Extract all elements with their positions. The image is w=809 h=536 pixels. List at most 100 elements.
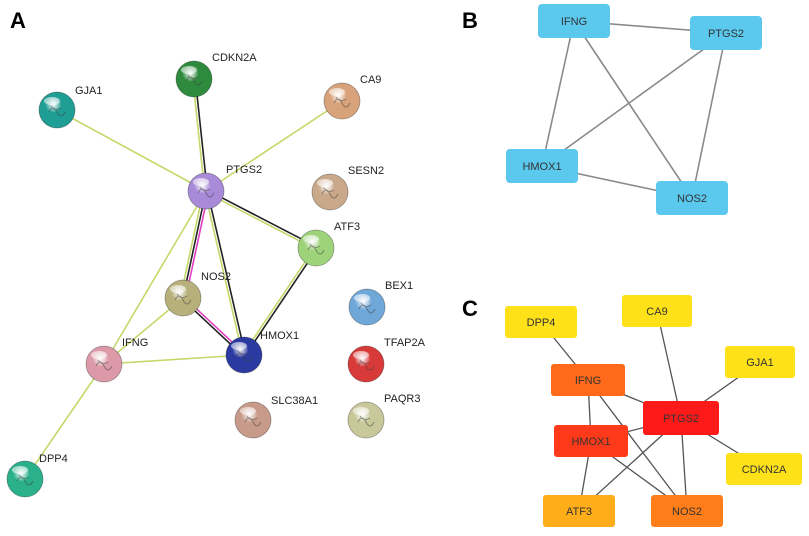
b-node-ptgs2[interactable]: PTGS2 <box>690 16 762 50</box>
b-node-hmox1-label: HMOX1 <box>522 161 561 173</box>
edge-atf3-hmox1-0 <box>244 248 318 357</box>
c-edge-ifng-nos2 <box>587 379 688 512</box>
node-tfap2a[interactable]: TFAP2A <box>347 337 426 383</box>
edge-atf3-hmox1-1 <box>242 246 316 355</box>
edge-ptgs2-hmox1-1 <box>203 191 244 356</box>
node-ptgs2-label: PTGS2 <box>226 164 262 176</box>
node-ptgs2-highlight <box>193 178 209 186</box>
node-hmox1-highlight <box>231 342 247 350</box>
node-paqr3-label: PAQR3 <box>384 393 420 405</box>
node-ptgs2-structure-icon <box>197 186 215 198</box>
edge-ca9-ptgs2-0 <box>205 100 343 192</box>
node-sesn2[interactable]: SESN2 <box>311 165 384 211</box>
c-node-ptgs2-box <box>643 401 719 435</box>
edge-gja1-ptgs2-0 <box>56 109 207 192</box>
node-slc38a1[interactable]: SLC38A1 <box>234 395 318 439</box>
c-node-ptgs2-label: PTGS2 <box>663 413 699 425</box>
node-gja1-structure-icon <box>48 105 66 117</box>
edge-ptgs2-nos2-1 <box>182 190 207 299</box>
node-slc38a1-label: SLC38A1 <box>271 395 318 407</box>
panel-c-letter: C <box>462 296 478 321</box>
panel-b-letter: B <box>462 8 478 33</box>
c-node-cdkn2a-box <box>726 453 802 485</box>
node-hmox1-structure-icon <box>235 350 253 362</box>
c-node-gja1-label: GJA1 <box>746 357 774 369</box>
edge-ptgs2-atf3-1 <box>205 191 316 250</box>
c-node-ifng-label: IFNG <box>575 375 601 387</box>
node-slc38a1-structure-icon <box>244 415 262 427</box>
c-node-hmox1-box <box>554 425 628 457</box>
b-edge-ifng-nos2 <box>573 20 693 199</box>
edge-cdkn2a-ptgs2-1 <box>191 79 206 192</box>
b-node-ifng[interactable]: IFNG <box>538 4 610 38</box>
node-sesn2-label: SESN2 <box>348 165 384 177</box>
node-nos2-structure-icon <box>174 293 192 305</box>
node-tfap2a-structure-icon <box>357 359 375 371</box>
c-node-hmox1-label: HMOX1 <box>571 436 610 448</box>
node-cdkn2a-structure-icon <box>185 74 203 86</box>
edge-ptgs2-hmox1-0 <box>206 190 247 355</box>
b-edge-ptgs2-hmox1 <box>541 32 727 167</box>
c-node-hmox1[interactable]: HMOX1 <box>554 425 628 457</box>
node-hmox1[interactable]: HMOX1 <box>225 330 299 374</box>
node-cdkn2a-label: CDKN2A <box>212 52 257 64</box>
c-node-dpp4-label: DPP4 <box>527 317 556 329</box>
edge-ptgs2-nos2-0 <box>184 191 210 299</box>
node-paqr3-structure-icon <box>357 415 375 427</box>
b-node-nos2[interactable]: NOS2 <box>656 181 728 215</box>
node-gja1-label: GJA1 <box>75 85 103 97</box>
node-nos2[interactable]: NOS2 <box>164 271 231 317</box>
c-node-cdkn2a-label: CDKN2A <box>742 464 787 476</box>
b-node-hmox1-box <box>506 149 578 183</box>
c-node-gja1[interactable]: GJA1 <box>725 346 795 378</box>
c-node-nos2-label: NOS2 <box>672 506 702 518</box>
b-node-hmox1[interactable]: HMOX1 <box>506 149 578 183</box>
c-node-atf3[interactable]: ATF3 <box>543 495 615 527</box>
node-atf3[interactable]: ATF3 <box>297 221 360 267</box>
c-node-ca9-box <box>622 295 692 327</box>
c-node-ca9[interactable]: CA9 <box>622 295 692 327</box>
node-tfap2a-highlight <box>353 351 369 359</box>
node-nos2-label: NOS2 <box>201 271 231 283</box>
edge-cdkn2a-ptgs2-0 <box>194 78 209 191</box>
c-node-gja1-box <box>725 346 795 378</box>
c-node-cdkn2a[interactable]: CDKN2A <box>726 453 802 485</box>
node-ca9[interactable]: CA9 <box>323 74 381 120</box>
node-ptgs2[interactable]: PTGS2 <box>187 164 262 210</box>
node-slc38a1-highlight <box>240 407 256 415</box>
node-paqr3-highlight <box>353 407 369 415</box>
c-node-atf3-label: ATF3 <box>566 506 592 518</box>
c-node-ifng[interactable]: IFNG <box>551 364 625 396</box>
node-cdkn2a-highlight <box>181 66 197 74</box>
node-cdkn2a[interactable]: CDKN2A <box>175 52 257 98</box>
edge-ptgs2-nos2-2 <box>179 190 205 298</box>
node-ifng-highlight <box>91 351 107 359</box>
c-node-ca9-label: CA9 <box>646 306 667 318</box>
node-gja1[interactable]: GJA1 <box>38 85 103 129</box>
b-node-ifng-label: IFNG <box>561 16 587 28</box>
c-node-ifng-box <box>551 364 625 396</box>
c-edge-ca9-ptgs2 <box>656 310 682 419</box>
node-dpp4[interactable]: DPP4 <box>6 453 68 498</box>
b-edge-ptgs2-nos2 <box>691 32 727 199</box>
node-bex1[interactable]: BEX1 <box>348 280 413 326</box>
node-sesn2-structure-icon <box>321 187 339 199</box>
edge-ptgs2-ifng-0 <box>103 190 207 365</box>
node-ifng[interactable]: IFNG <box>85 337 148 383</box>
node-ca9-label: CA9 <box>360 74 381 86</box>
b-node-ptgs2-label: PTGS2 <box>708 28 744 40</box>
edge-ptgs2-atf3-0 <box>206 189 317 248</box>
b-edge-ifng-hmox1 <box>541 20 575 167</box>
node-atf3-label: ATF3 <box>334 221 360 233</box>
c-node-ptgs2[interactable]: PTGS2 <box>643 401 719 435</box>
node-paqr3[interactable]: PAQR3 <box>347 393 420 439</box>
node-sesn2-highlight <box>317 179 333 187</box>
panel-a-letter: A <box>10 8 26 33</box>
node-tfap2a-label: TFAP2A <box>384 337 426 349</box>
node-ca9-structure-icon <box>333 96 351 108</box>
c-node-nos2[interactable]: NOS2 <box>651 495 723 527</box>
edge-ifng-dpp4-0 <box>24 363 105 480</box>
c-node-dpp4[interactable]: DPP4 <box>505 306 577 338</box>
